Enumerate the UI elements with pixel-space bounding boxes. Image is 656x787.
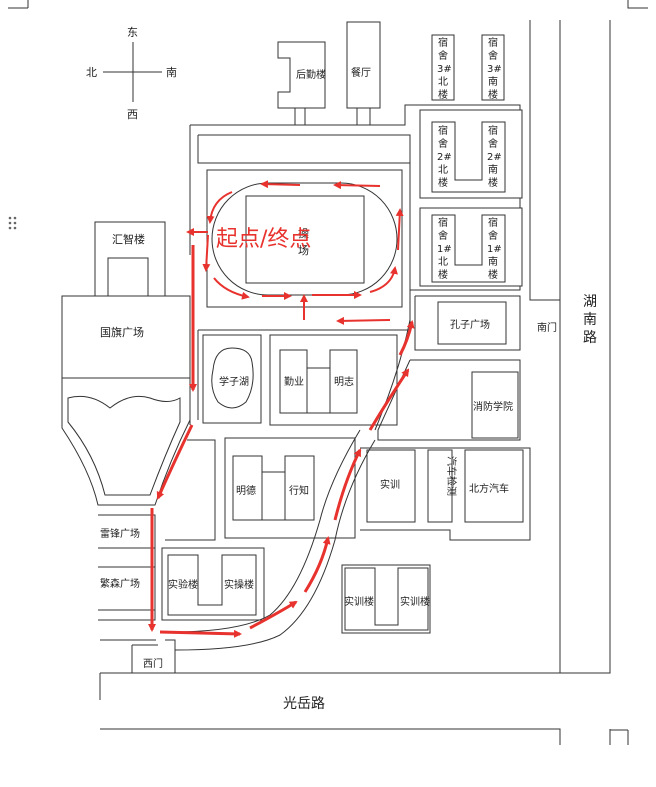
south-gate-label: 南门 — [537, 321, 557, 334]
compass-west: 西 — [127, 108, 138, 121]
training-block — [366, 449, 416, 523]
hunan-road-label: 湖南路 — [583, 294, 597, 346]
dorm-3-group — [431, 34, 505, 101]
svg-text:雷锋广场: 雷锋广场 — [100, 527, 140, 540]
svg-text:孔子广场: 孔子广场 — [450, 318, 490, 331]
field-label-top: 操 — [298, 226, 309, 240]
dorm-2-group — [419, 109, 523, 199]
flag-square: 国旗广场 — [61, 295, 191, 379]
training-buildings: 实训楼 实训楼 — [341, 564, 431, 634]
west-gate: 西门 — [100, 639, 176, 673]
logistics-building: 后勤楼 — [277, 41, 326, 125]
svg-text:后勤楼: 后勤楼 — [296, 68, 326, 81]
corner-mark — [627, 0, 648, 9]
svg-text:学子湖: 学子湖 — [219, 375, 249, 388]
leifeng-square: 雷锋广场 — [100, 527, 140, 540]
svg-text:实操楼: 实操楼 — [224, 578, 254, 591]
compass-east: 东 — [127, 26, 138, 39]
corner-mark — [610, 729, 629, 745]
auto-testing-label: 汽车检测 — [445, 456, 458, 496]
start-end-label: 起点/终点 — [216, 227, 311, 252]
svg-text:繁森广场: 繁森广场 — [100, 577, 140, 590]
svg-text:实训楼: 实训楼 — [400, 595, 430, 608]
route-path — [148, 180, 415, 638]
corner-mark — [8, 0, 29, 9]
mingde-xingzhi-building: 明德 行知 — [224, 437, 356, 539]
xuezi-lake: 学子湖 — [202, 334, 262, 424]
svg-text:勤业: 勤业 — [284, 375, 304, 388]
auto-testing-block — [427, 449, 453, 523]
svg-text:明德: 明德 — [236, 484, 256, 497]
compass-north: 北 — [86, 66, 97, 79]
svg-text:餐厅: 餐厅 — [351, 66, 371, 79]
heart-plaza — [61, 378, 191, 506]
field-label-bottom: 场 — [298, 243, 309, 257]
svg-text:西门: 西门 — [143, 657, 163, 670]
confucius-square — [414, 295, 521, 351]
compass-rose: 东 西 北 南 — [86, 26, 177, 121]
lab-practice-building: 实验楼 实操楼 — [161, 547, 265, 621]
canteen-building: 餐厅 — [346, 21, 381, 125]
huizhi-building: 汇智楼 — [94, 221, 166, 297]
svg-text:行知: 行知 — [289, 484, 309, 497]
svg-text:北方汽车: 北方汽车 — [469, 482, 509, 495]
svg-text:国旗广场: 国旗广场 — [100, 325, 144, 339]
compass-south: 南 — [166, 66, 177, 79]
guangyue-road-label: 光岳路 — [283, 696, 325, 712]
beifang-auto-block — [464, 449, 524, 523]
svg-text:实训: 实训 — [380, 478, 400, 491]
campus-boundary — [99, 20, 611, 745]
dorm-1-group — [419, 207, 523, 287]
qinye-mingzhi-building: 勤业 明志 — [269, 334, 398, 426]
svg-text:明志: 明志 — [334, 375, 354, 388]
svg-text:汇智楼: 汇智楼 — [112, 232, 145, 246]
svg-text:实验楼: 实验楼 — [168, 578, 198, 591]
svg-text:消防学院: 消防学院 — [473, 400, 513, 413]
fansen-square: 繁森广场 — [100, 577, 140, 590]
svg-text:实训楼: 实训楼 — [344, 595, 374, 608]
fire-academy-block — [377, 359, 521, 441]
drag-handle-icon[interactable] — [8, 216, 17, 230]
